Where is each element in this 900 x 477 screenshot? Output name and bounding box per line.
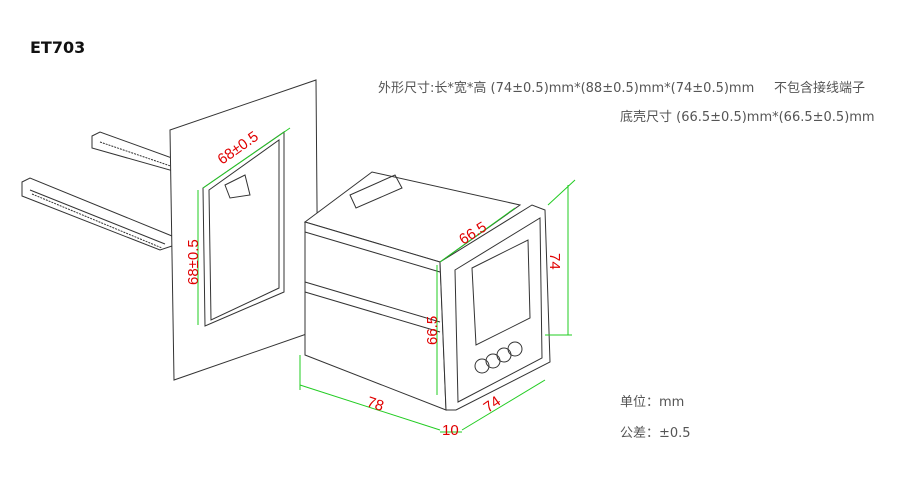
width-label: 74 — [481, 393, 504, 416]
height-label: 74 — [546, 253, 563, 270]
dimension-lines — [197, 127, 576, 433]
outer-size-note: 不包含接线端子 — [774, 81, 866, 96]
outer-size-text: 外形尺寸:长*宽*高 (74±0.5)mm*(88±0.5)mm*(74±0.5… — [378, 81, 755, 96]
base-height-label: 66.5 — [424, 316, 441, 345]
unit-text: 单位：mm — [620, 395, 685, 410]
mounting-panel — [169, 79, 319, 381]
depth-label: 78 — [365, 394, 386, 415]
base-size-text: 底壳尺寸 (66.5±0.5)mm*(66.5±0.5)mm — [620, 110, 875, 125]
meter-body — [303, 171, 551, 411]
display-screen — [471, 239, 531, 346]
mounting-clamp-lower — [21, 177, 173, 251]
cutout-height-label: 68±0.5 — [185, 239, 202, 285]
bezel-depth-label: 10 — [442, 422, 459, 439]
model-title: ET703 — [30, 38, 86, 57]
tolerance-text: 公差：±0.5 — [620, 426, 691, 441]
